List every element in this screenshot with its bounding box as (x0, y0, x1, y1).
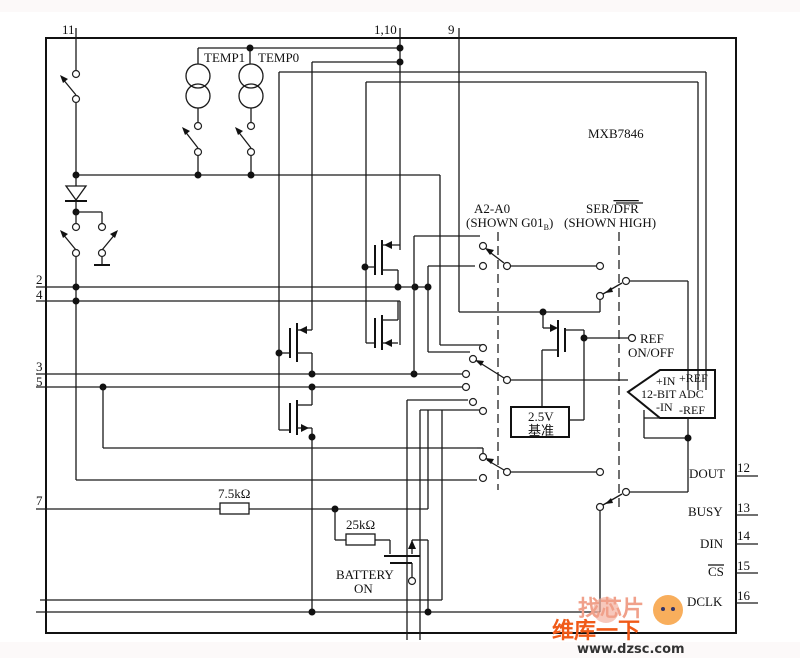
a2a0-switch-mid (461, 343, 628, 416)
pin-11-label: 11 (62, 22, 75, 37)
serdfr-switch-lower (595, 487, 688, 605)
chip-outline (45, 37, 737, 634)
mosfet-mid-left (275, 323, 313, 374)
adc-ref-plus: +REF (679, 371, 708, 385)
r2-label: 25kΩ (346, 517, 375, 532)
temp0-current-source (235, 63, 264, 175)
pin-9-label: 9 (448, 22, 455, 37)
pin-13-label: 13 (737, 500, 750, 515)
pin-15-label: 15 (737, 558, 750, 573)
ref-voltage-label: 2.5V (528, 409, 554, 424)
signal-busy: BUSY (688, 504, 723, 519)
pin-12-label: 12 (737, 460, 750, 475)
adc-in-plus: +IN (656, 374, 676, 388)
mosfet-mid-right (366, 301, 399, 350)
battery-label-1: BATTERY (336, 567, 394, 582)
adc-title: 12-BIT ADC (641, 387, 704, 401)
signal-cs: CS (708, 564, 724, 579)
top-margin-band (0, 0, 800, 12)
mosfet-top-right (361, 240, 402, 291)
pin-5-label: 5 (36, 374, 43, 389)
diode-switches (60, 222, 118, 480)
pin11-switch (60, 38, 81, 175)
input-lines (36, 235, 483, 640)
a2a0-switch-upper (478, 241, 605, 271)
pin-3-label: 3 (36, 359, 43, 374)
temp1-label: TEMP1 (204, 50, 245, 65)
junction (194, 171, 202, 179)
adc-block (626, 369, 716, 419)
watermark-line2: 维库一下 (552, 618, 640, 644)
pin-14-label: 14 (737, 528, 751, 543)
a2a0-label: A2-A0 (474, 201, 510, 216)
ref-onoff-label-2: ON/OFF (628, 345, 674, 360)
serdfr-label: SER/DFR (586, 201, 639, 216)
chip-name-label: MXB7846 (588, 126, 644, 141)
adc-in-minus: -IN (656, 400, 673, 414)
watermark-url: www.dzsc.com (577, 642, 685, 657)
watermark-chip-icon (593, 597, 619, 623)
signal-din: DIN (700, 536, 724, 551)
temp1-current-source (182, 63, 211, 175)
ref-onoff-label-1: REF (640, 331, 664, 346)
pin-2-label: 2 (36, 272, 43, 287)
watermark-mascot-icon (653, 595, 683, 625)
battery-label-2: ON (354, 581, 373, 596)
adc-ref-minus: -REF (679, 403, 705, 417)
ref-mosfet (541, 312, 637, 421)
pin7-network (36, 410, 601, 616)
a2a0-switch-lower (477, 447, 605, 483)
signal-dout: DOUT (689, 466, 725, 481)
bottom-margin-band (0, 642, 800, 658)
signal-dclk: DCLK (687, 594, 723, 609)
junction (247, 171, 255, 179)
temp0-label: TEMP0 (258, 50, 299, 65)
mosfet-bottom-left (279, 387, 316, 612)
pin-16-label: 16 (737, 588, 751, 603)
pin-7-label: 7 (36, 493, 43, 508)
serdfr-switch-upper (595, 276, 689, 390)
pin-1-10-label: 1,10 (374, 22, 397, 37)
supply-rails (197, 38, 707, 430)
junction (684, 434, 692, 442)
ref-voltage-cn-label: 基准 (528, 423, 554, 438)
pin-4-label: 4 (36, 287, 43, 302)
watermark-line1: 找芯片 (578, 597, 644, 622)
diode-icon (64, 175, 103, 224)
a2a0-shown-label: (SHOWN G01B) (466, 215, 553, 232)
watermark: 找芯片 维库一下 www.dzsc.com (552, 595, 685, 657)
serdfr-shown-label: (SHOWN HIGH) (564, 215, 656, 230)
ref-2v5-block (510, 406, 570, 438)
r1-label: 7.5kΩ (218, 486, 250, 501)
